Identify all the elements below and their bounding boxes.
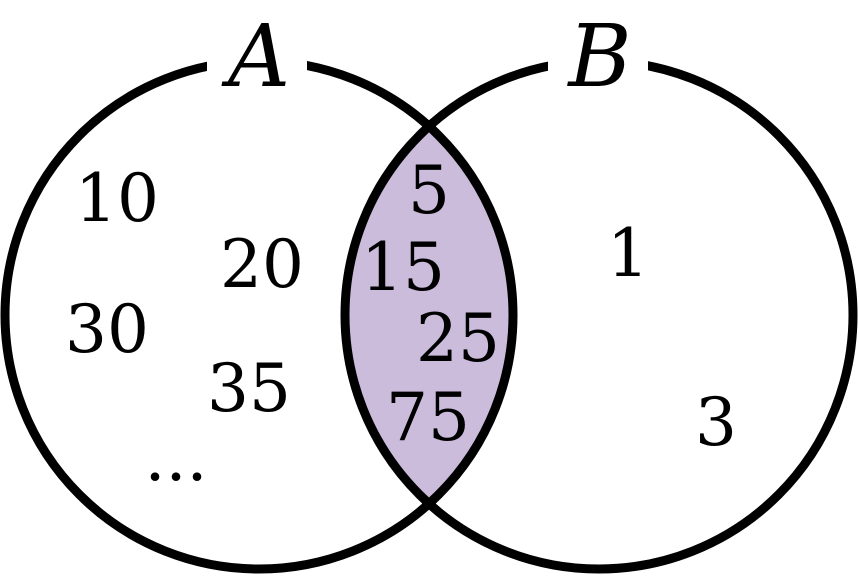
set-b-label: B xyxy=(566,7,631,107)
set-a-label-backdrop xyxy=(207,20,307,100)
only-a-element: 10 xyxy=(75,160,159,237)
intersection-element: 75 xyxy=(386,379,470,456)
only-a-ellipsis: ... xyxy=(145,419,208,496)
set-b-label-backdrop xyxy=(548,20,648,100)
only-a-element: 30 xyxy=(65,291,149,368)
intersection-element: 5 xyxy=(408,152,450,229)
only-a-element: 35 xyxy=(207,350,291,427)
only-a-element: 20 xyxy=(220,226,304,303)
only-b-element: 3 xyxy=(695,384,737,461)
only-b-element: 1 xyxy=(607,215,649,292)
intersection-element: 25 xyxy=(416,300,500,377)
intersection-element: 15 xyxy=(361,229,445,306)
intersection-region xyxy=(345,61,513,569)
set-a-label: A xyxy=(221,7,290,107)
